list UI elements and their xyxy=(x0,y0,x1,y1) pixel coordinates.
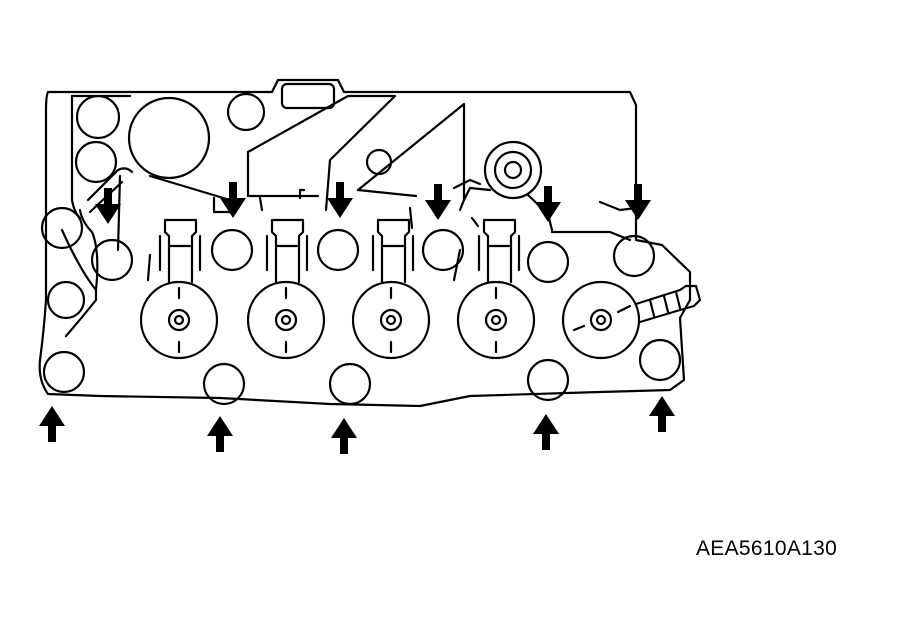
solenoid-connector-3 xyxy=(371,218,415,284)
solenoid-5 xyxy=(561,280,641,360)
solenoid-3 xyxy=(351,280,431,360)
solenoid-connector-2 xyxy=(265,218,309,284)
bolt-arrows-top xyxy=(95,182,651,224)
valve-body-outline xyxy=(38,78,692,408)
solenoid-connector-4 xyxy=(477,218,521,284)
solenoid-4 xyxy=(456,280,536,360)
solenoid-connector-1 xyxy=(158,218,202,284)
solenoid-2 xyxy=(246,280,326,360)
figure-code-label: AEA5610A130 xyxy=(696,537,838,560)
side-connector xyxy=(634,284,702,324)
solenoid-1 xyxy=(139,280,219,360)
